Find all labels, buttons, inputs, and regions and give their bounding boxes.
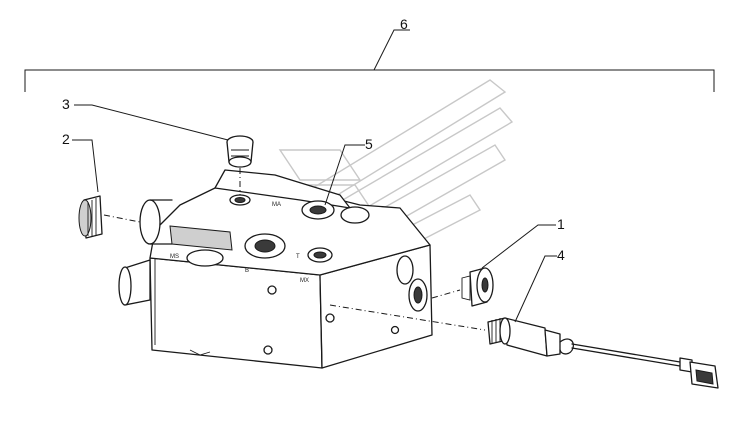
port-label-mx: MX (300, 278, 309, 284)
callout-1: 1 (557, 216, 565, 232)
port-label-ma: MA (272, 202, 281, 208)
valve-body (118, 169, 433, 369)
part-1-plug (431, 267, 494, 307)
part-4-sensor (329, 304, 719, 389)
port-label-t: T (296, 254, 300, 260)
callout-3: 3 (62, 96, 70, 112)
part-2-cap-plug (78, 195, 141, 239)
part-3-plug (226, 135, 254, 195)
port-labels: MA MS B T MX (170, 202, 309, 284)
assembly-bracket (24, 29, 715, 92)
port-label-ms: MS (170, 254, 179, 260)
callout-numbers: 6 3 2 5 1 4 (62, 16, 565, 263)
callout-2: 2 (62, 131, 70, 147)
port-label-b: B (245, 268, 249, 274)
callout-4: 4 (557, 247, 565, 263)
callout-6: 6 (400, 16, 408, 32)
leader-lines (72, 104, 557, 323)
callout-5: 5 (365, 136, 373, 152)
